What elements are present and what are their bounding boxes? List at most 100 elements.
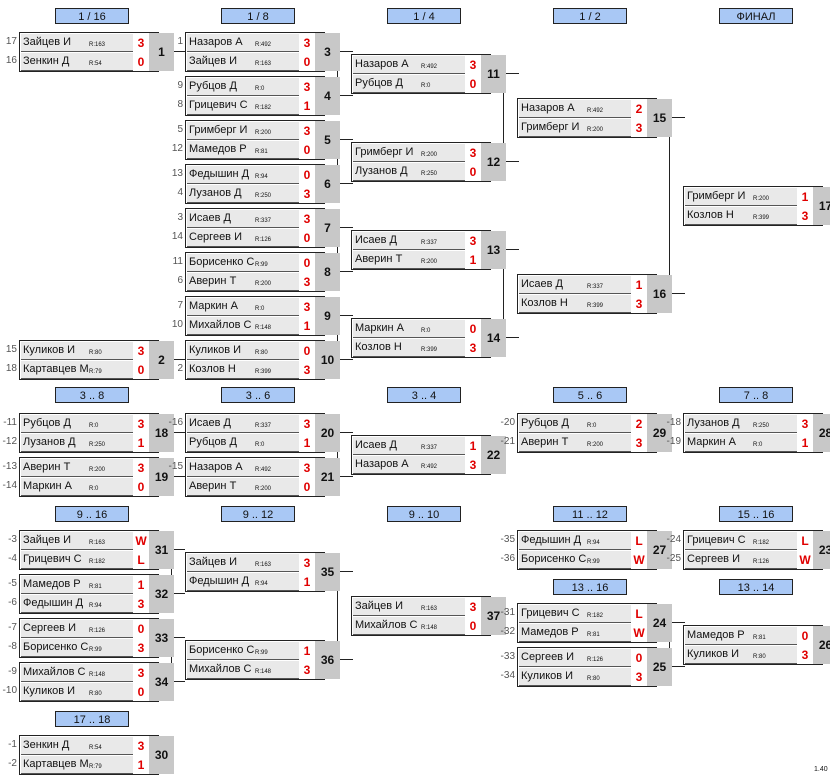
- player-rating: R:163: [255, 562, 272, 568]
- place-header: 9 .. 10: [387, 506, 461, 522]
- player-rating: R:337: [421, 240, 438, 246]
- player-score: 0: [137, 622, 145, 636]
- player-score: 0: [469, 619, 477, 633]
- player-rating: R:163: [421, 606, 438, 612]
- match-number: 29: [647, 414, 672, 452]
- place-header: 13 .. 14: [719, 579, 793, 595]
- player-rating: R:182: [89, 559, 106, 565]
- player-rating: R:79: [89, 764, 102, 770]
- match-number: 18: [149, 414, 174, 452]
- player-rating: R:81: [89, 584, 102, 590]
- player-score: 3: [137, 739, 145, 753]
- seed-number: -32: [500, 626, 515, 637]
- match-number: 23: [813, 531, 830, 569]
- place-header: 7 .. 8: [719, 387, 793, 403]
- player-score: 3: [137, 417, 145, 431]
- player-score: 3: [469, 458, 477, 472]
- player-name: Сергеев И: [189, 231, 242, 243]
- match-number: 6: [315, 165, 340, 203]
- player-score: L: [801, 534, 809, 548]
- match-number: 17: [813, 187, 830, 225]
- seed-number: -8: [8, 641, 17, 652]
- player-name: Аверин Т: [521, 436, 569, 448]
- player-rating: R:182: [587, 613, 604, 619]
- player-score: 0: [635, 651, 643, 665]
- match-number: 3: [315, 33, 340, 71]
- player-rating: R:492: [255, 467, 272, 473]
- player-rating: R:81: [753, 635, 766, 641]
- player-rating: R:54: [89, 61, 102, 67]
- seed-number: 11: [172, 256, 183, 267]
- player-name: Маркин А: [23, 480, 72, 492]
- player-score: W: [633, 553, 645, 567]
- player-name: Федышин Д: [521, 534, 582, 546]
- player-score: 0: [303, 256, 311, 270]
- player-rating: R:337: [587, 284, 604, 290]
- player-rating: R:0: [421, 328, 431, 334]
- player-score: 1: [303, 575, 311, 589]
- player-rating: R:126: [255, 237, 272, 243]
- match-number: 12: [481, 143, 506, 181]
- player-name: Назаров А: [189, 461, 243, 473]
- player-name: Рубцов Д: [189, 436, 237, 448]
- player-name: Сергеев И: [23, 622, 76, 634]
- player-score: 1: [635, 278, 643, 292]
- player-rating: R:94: [89, 603, 102, 609]
- player-rating: R:0: [753, 442, 763, 448]
- seed-number: -3: [8, 534, 17, 545]
- player-score: 1: [303, 99, 311, 113]
- player-name: Куликов И: [189, 344, 242, 356]
- player-name: Назаров А: [355, 58, 409, 70]
- player-score: 3: [137, 36, 145, 50]
- player-name: Михайлов С: [189, 319, 252, 331]
- match-number: 28: [813, 414, 830, 452]
- place-header: 5 .. 6: [553, 387, 627, 403]
